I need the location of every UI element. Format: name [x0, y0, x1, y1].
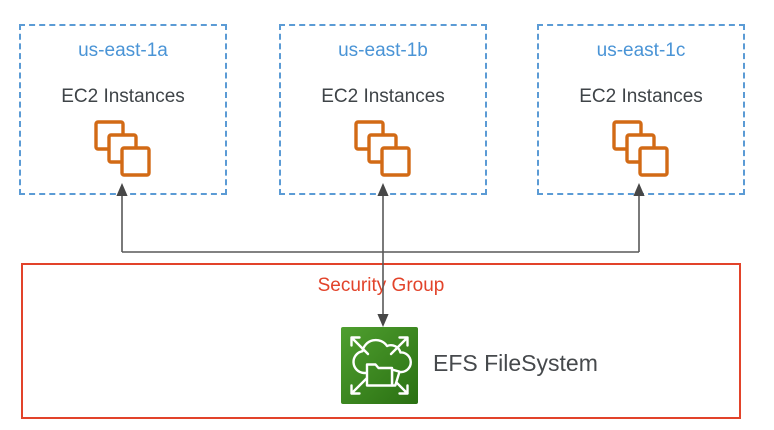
- az-box-us-east-1a: us-east-1a EC2 Instances: [19, 24, 227, 195]
- ec2-instances-icon: [354, 120, 411, 177]
- efs-filesystem-label: EFS FileSystem: [433, 350, 598, 376]
- ec2-instances-icon: [94, 120, 151, 177]
- security-group-label: Security Group: [317, 275, 445, 296]
- efs-filesystem-icon: [341, 327, 418, 404]
- ec2-instances-label: EC2 Instances: [61, 86, 185, 107]
- az-box-us-east-1b: us-east-1b EC2 Instances: [279, 24, 487, 195]
- ec2-instances-label: EC2 Instances: [321, 86, 445, 107]
- az-name-label: us-east-1a: [78, 40, 168, 61]
- security-group-box: [21, 263, 741, 419]
- az-name-label: us-east-1c: [596, 40, 686, 61]
- az-name-label: us-east-1b: [338, 40, 428, 61]
- az-box-us-east-1c: us-east-1c EC2 Instances: [537, 24, 745, 195]
- ec2-instances-icon: [612, 120, 669, 177]
- ec2-instances-label: EC2 Instances: [579, 86, 703, 107]
